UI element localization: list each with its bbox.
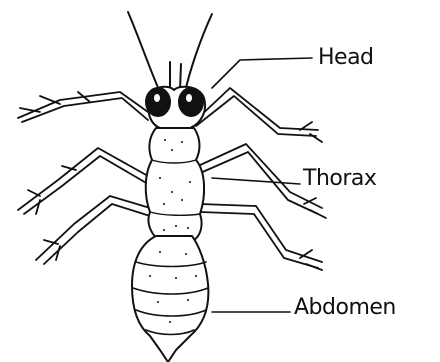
thorax-label: Thorax [303,166,376,191]
antennae [128,12,212,92]
insect-abdomen [132,236,208,362]
head-label: Head [318,45,374,70]
head-leader-line [212,58,312,88]
thorax-leader-line [212,178,300,184]
insect-thorax [146,128,204,240]
abdomen-label: Abdomen [294,295,396,320]
leader-lines [212,58,312,312]
insect-head [146,87,205,128]
